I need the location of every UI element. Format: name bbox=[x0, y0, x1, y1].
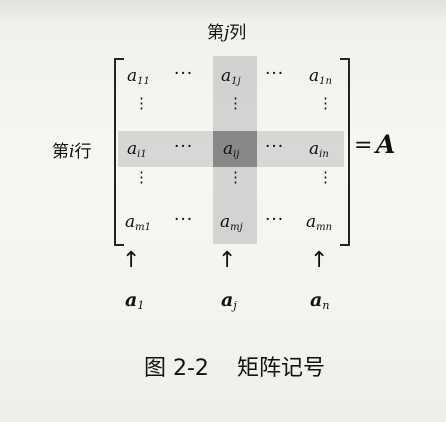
column-label-prefix: 第 bbox=[207, 23, 224, 43]
row-label: 第i行 bbox=[52, 137, 91, 162]
column-vector: an bbox=[310, 289, 330, 312]
figure-title: 矩阵记号 bbox=[236, 356, 325, 381]
matrix-element: ain bbox=[309, 139, 329, 160]
equals-sign: = bbox=[354, 133, 373, 158]
up-arrow-icon: ↑ bbox=[310, 248, 329, 273]
figure-number: 图 2-2 bbox=[144, 356, 209, 381]
matrix-element: a1j bbox=[221, 66, 241, 87]
matrix-element-ij: aij bbox=[223, 139, 240, 160]
horizontal-ellipsis: ··· bbox=[174, 64, 194, 84]
horizontal-ellipsis: ··· bbox=[174, 210, 194, 230]
row-label-index: i bbox=[69, 142, 75, 162]
up-arrow-icon: ↑ bbox=[122, 248, 141, 273]
horizontal-ellipsis: ··· bbox=[265, 210, 285, 230]
column-vector: aj bbox=[221, 289, 237, 312]
matrix-element: amn bbox=[306, 212, 333, 233]
column-vector: a1 bbox=[125, 289, 145, 312]
vertical-ellipsis: ⋮ bbox=[318, 94, 333, 112]
horizontal-ellipsis: ··· bbox=[265, 137, 285, 157]
row-label-suffix: 行 bbox=[74, 142, 92, 162]
horizontal-ellipsis: ··· bbox=[174, 137, 194, 157]
vertical-ellipsis: ⋮ bbox=[134, 94, 149, 112]
matrix-name: A bbox=[376, 130, 396, 159]
horizontal-ellipsis: ··· bbox=[265, 64, 285, 84]
vertical-ellipsis: ⋮ bbox=[228, 94, 243, 112]
matrix-element: a1n bbox=[309, 66, 332, 87]
matrix-element: am1 bbox=[125, 212, 151, 233]
matrix-element: ai1 bbox=[127, 139, 147, 160]
matrix-right-bracket bbox=[340, 58, 350, 246]
bleed-through-text bbox=[0, 0, 446, 24]
column-label-index: j bbox=[224, 23, 230, 43]
column-label-suffix: 列 bbox=[229, 23, 247, 43]
vertical-ellipsis: ⋮ bbox=[134, 168, 149, 186]
figure-caption: 图 2-2 矩阵记号 bbox=[144, 350, 325, 382]
matrix-left-bracket bbox=[114, 58, 124, 246]
element-ij-highlight bbox=[213, 131, 257, 167]
vertical-ellipsis: ⋮ bbox=[228, 168, 243, 186]
up-arrow-icon: ↑ bbox=[218, 248, 237, 273]
row-label-prefix: 第 bbox=[52, 142, 69, 162]
column-label: 第j列 bbox=[207, 18, 246, 43]
matrix-element: a11 bbox=[127, 66, 150, 87]
vertical-ellipsis: ⋮ bbox=[318, 168, 333, 186]
matrix-element: amj bbox=[220, 212, 243, 233]
